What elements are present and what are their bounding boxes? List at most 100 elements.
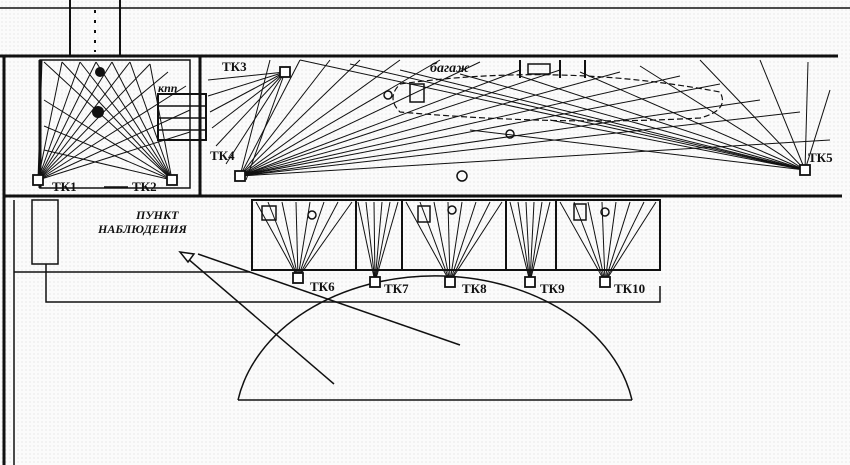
kpp-booth [157,93,207,141]
view-ray-tk5-7 [699,59,806,171]
camera-label-tk7: ТК7 [384,281,409,296]
view-ray-tk1-1 [37,61,63,181]
view-ray-tk9-0 [509,201,531,283]
monitor-dome-arc [237,275,633,401]
camera-tk4-icon[interactable] [234,170,246,182]
view-ray-tk5-10 [804,89,831,171]
view-ray-tk5-12 [469,129,806,171]
view-ray-tk10-7 [604,201,657,283]
camera-label-tk6: ТК6 [310,279,335,294]
view-ray-tk2-7 [43,99,173,181]
view-ray-tk4-9 [239,71,621,177]
kpp-label: кпп [158,81,178,95]
view-ray-tk1-4 [37,61,113,181]
camera-label-tk4: ТК4 [210,148,235,163]
view-ray-tk5-5 [579,71,806,171]
view-ray-tk5-6 [639,65,806,171]
view-ray-tk2-0 [43,61,173,181]
pointer-line-right [197,253,461,346]
view-ray-tk2-3 [95,61,173,181]
pointer-arrowhead [178,250,196,264]
view-ray-tk2-8 [43,125,173,181]
view-ray-tk6-0 [255,201,299,279]
camera-tk8-icon[interactable] [444,276,456,288]
view-ray-tk7-5 [374,201,399,283]
camera-label-tk8: ТК8 [462,281,487,296]
view-ray-tk10-4 [604,201,617,283]
view-ray-tk4-6 [239,61,481,177]
view-ray-tk4-1 [239,59,301,177]
view-ray-tk2-6 [149,63,173,181]
view-ray-tk4-4 [239,59,401,177]
view-ray-tk5-1 [349,63,806,171]
view-ray-tk10-1 [573,201,606,283]
person-figure-6 [447,205,457,215]
camera-tk3-icon[interactable] [279,66,291,78]
room-tk10 [555,199,661,271]
view-ray-tk2-9 [43,149,173,181]
person-figure-7 [307,210,317,220]
camera-label-tk3: ТК3 [222,59,247,74]
view-ray-tk8-6 [449,201,491,283]
view-ray-tk1-5 [37,61,131,181]
view-ray-tk4-8 [239,69,561,177]
view-ray-tk2-1 [61,61,173,181]
camera-tk7-icon[interactable] [369,276,381,288]
camera-tk5-icon[interactable] [799,164,811,176]
view-ray-tk5-8 [759,59,806,171]
camera-tk9-icon[interactable] [524,276,536,288]
view-ray-tk3-3 [211,71,286,129]
view-ray-tk1-7 [37,71,169,181]
view-ray-tk8-5 [449,201,477,283]
person-figure-1 [95,67,105,77]
view-ray-tk10-0 [559,201,606,283]
view-ray-tk1-2 [37,61,81,181]
view-ray-tk7-0 [357,201,376,283]
view-ray-tk5-2 [399,69,806,171]
camera-label-tk9: ТК9 [540,281,565,296]
camera-view-rays [37,59,831,283]
camera-label-tk1: ТК1 [52,179,77,194]
view-ray-tk6-4 [297,201,311,279]
view-ray-tk6-5 [297,201,325,279]
view-ray-tk5-11 [549,119,806,171]
view-ray-tk3-4 [215,71,286,147]
cable-line [45,264,661,303]
view-ray-tk8-2 [433,201,451,283]
view-ray-tk6-1 [267,201,299,279]
view-ray-tk5-3 [459,73,806,171]
view-ray-tk1-3 [37,61,97,181]
view-ray-tk3-1 [207,71,286,97]
view-ray-tk7-3 [374,201,383,283]
view-ray-tk9-5 [529,201,551,283]
view-ray-tk8-1 [419,201,451,283]
view-ray-tk5-4 [519,75,806,171]
view-ray-tk10-6 [604,201,645,283]
view-ray-tk2-5 [129,61,173,181]
view-ray-tk4-0 [239,59,271,177]
camera-tk10-icon[interactable] [599,276,611,288]
view-ray-tk6-3 [295,201,299,279]
camera-tk2-icon[interactable] [166,174,178,186]
baggage-rack [527,63,551,75]
view-ray-tk6-2 [281,201,299,279]
view-ray-tk9-1 [517,201,531,283]
baggage-label: багаж [430,61,470,76]
view-ray-tk1-0 [37,59,43,181]
camera-tk6-icon[interactable] [292,272,304,284]
view-ray-tk6-6 [297,201,339,279]
view-ray-tk10-3 [601,201,606,283]
person-figure-3 [456,170,468,182]
view-ray-tk9-2 [525,201,531,283]
camera-bodies [32,66,811,288]
camera-tk1-icon[interactable] [32,174,44,186]
view-ray-tk8-7 [449,201,503,283]
view-ray-tk3-2 [209,71,286,113]
view-ray-tk4-11 [239,83,721,177]
view-ray-tk9-3 [529,201,535,283]
pointer-line-left [179,251,335,385]
view-ray-tk4-12 [239,99,761,177]
observation-label-line1: ПУНКТ [135,208,179,222]
